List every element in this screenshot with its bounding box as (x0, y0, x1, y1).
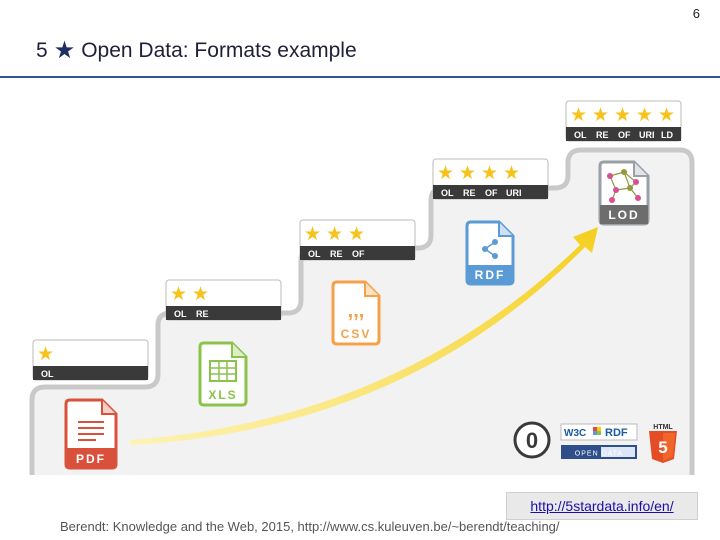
badge-2-stars: ★ ★ OL RE (165, 279, 282, 321)
star-icon: ★ (348, 224, 365, 245)
star-icon: ★ (614, 105, 631, 126)
star-icon: ★ (326, 224, 343, 245)
star-icon: ★ (503, 163, 520, 184)
svg-text:RDF: RDF (475, 268, 506, 282)
rdf-file-icon: RDF (465, 220, 515, 286)
svg-text:LOD: LOD (608, 208, 639, 222)
star-icon: ★ (37, 344, 54, 365)
star-icon: ★ (170, 284, 187, 305)
source-link[interactable]: http://5stardata.info/en/ (530, 498, 674, 514)
badge-label: OF (352, 249, 365, 259)
svg-text:PDF: PDF (76, 452, 106, 466)
title-text: Open Data: Formats example (81, 39, 357, 62)
badge-label: RE (463, 188, 476, 198)
badge-label: OF (485, 188, 498, 198)
star-icon: ★ (437, 163, 454, 184)
star-icon: ★ (570, 105, 587, 126)
star-icon: ★ (481, 163, 498, 184)
badge-label: OL (574, 130, 587, 140)
svg-text:5: 5 (658, 438, 667, 457)
badge-label: URI (506, 188, 522, 198)
svg-text:,,,: ,,, (348, 300, 365, 322)
badge-label: LD (661, 130, 673, 140)
badge-3-stars: ★ ★ ★ OL RE OF (299, 219, 416, 261)
slide-title: 5 ★ Open Data: Formats example (36, 36, 357, 66)
html5-logo: HTML 5 (649, 424, 677, 463)
star-icon: ★ (304, 224, 321, 245)
svg-text:XLS: XLS (208, 388, 237, 402)
badge-label: OF (618, 130, 631, 140)
svg-text:OPEN DATA: OPEN DATA (575, 451, 623, 458)
badge-1-star: ★ OL (32, 339, 149, 381)
badge-label: OL (174, 309, 187, 319)
w3c-rdf-logo: W3C RDF (560, 423, 638, 441)
badge-label: RE (196, 309, 209, 319)
badge-label: URI (639, 130, 655, 140)
svg-text:HTML: HTML (653, 424, 673, 431)
star-icon: ★ (53, 37, 76, 64)
csv-file-icon: ,,, CSV (331, 280, 381, 346)
star-icon: ★ (636, 105, 653, 126)
badge-label: RE (330, 249, 343, 259)
star-icon: ★ (592, 105, 609, 126)
badge-5-stars: ★ ★ ★ ★ ★ OL RE OF URI LD (565, 100, 682, 142)
cc-zero-logo: 0 (513, 421, 551, 459)
badge-label: OL (308, 249, 321, 259)
open-data-logo: OPEN DATA (561, 445, 637, 459)
title-divider (0, 76, 720, 78)
badge-label: OL (41, 369, 54, 379)
lod-file-icon: LOD (598, 160, 650, 226)
svg-text:CSV: CSV (341, 327, 372, 341)
svg-text:W3C: W3C (564, 428, 586, 439)
badge-4-stars: ★ ★ ★ ★ OL RE OF URI (432, 158, 549, 200)
title-prefix: 5 (36, 39, 48, 62)
five-star-graphic: ★ OL ★ ★ OL RE ★ ★ ★ OL RE OF ★ ★ ★ ★ OL… (29, 100, 695, 475)
badge-label: OL (441, 188, 454, 198)
url-box: http://5stardata.info/en/ (506, 492, 698, 520)
svg-text:RDF: RDF (605, 427, 628, 439)
svg-text:0: 0 (526, 428, 538, 453)
slide-number: 6 (692, 6, 700, 21)
star-icon: ★ (459, 163, 476, 184)
pdf-file-icon: PDF (64, 398, 118, 470)
star-icon: ★ (658, 105, 675, 126)
xls-file-icon: XLS (198, 341, 248, 407)
star-icon: ★ (192, 284, 209, 305)
badge-label: RE (596, 130, 609, 140)
footer-citation: Berendt: Knowledge and the Web, 2015, ht… (60, 519, 560, 534)
